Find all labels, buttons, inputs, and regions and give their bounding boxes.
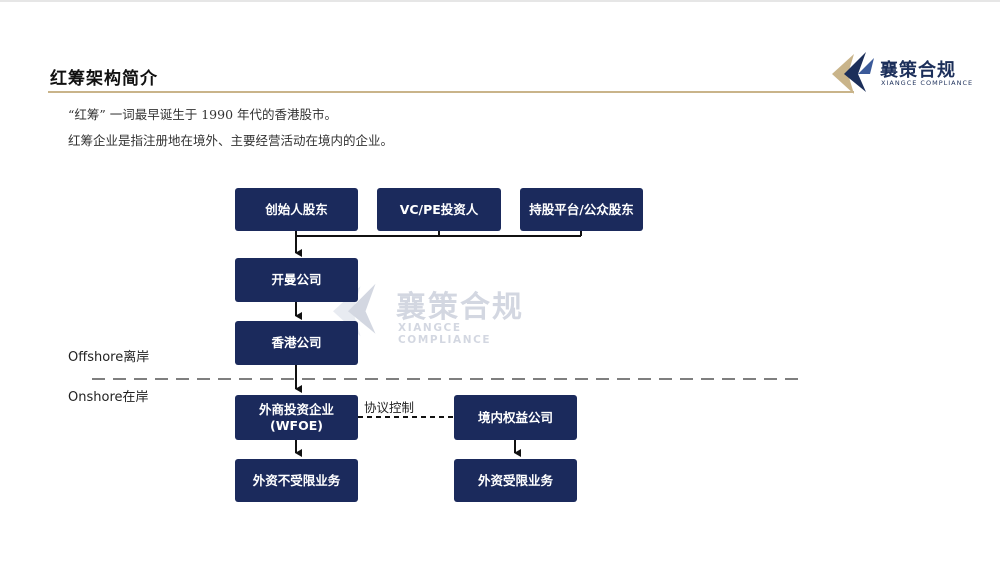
node-wfoe: 外商投资企业 (WFOE): [235, 395, 358, 440]
logo-subtitle: XIANGCE COMPLIANCE: [881, 79, 974, 87]
zone-label-offshore: Offshore离岸: [68, 350, 150, 365]
node-unrestricted-business: 外资不受限业务: [235, 459, 358, 502]
watermark: 襄策合规 XIANGCE COMPLIANCE: [328, 280, 548, 346]
node-domestic-entity: 境内权益公司: [454, 395, 577, 440]
watermark-name: 襄策合规: [396, 290, 524, 325]
node-restricted-business: 外资受限业务: [454, 459, 577, 502]
watermark-subtitle: XIANGCE COMPLIANCE: [398, 322, 492, 346]
logo-name: 襄策合规: [880, 60, 956, 81]
node-vc-pe-investors: VC/PE投资人: [377, 188, 501, 231]
intro-line-2: 红筹企业是指注册地在境外、主要经营活动在境内的企业。: [68, 133, 394, 148]
intro-line-1: “红筹” 一词最早诞生于 1990 年代的香港股市。: [68, 107, 338, 122]
node-founder-shareholders: 创始人股东: [235, 188, 358, 231]
page-title: 红筹架构简介: [50, 69, 158, 89]
zone-label-onshore: Onshore在岸: [68, 390, 149, 405]
top-border: [0, 0, 1000, 2]
edge-label-vie: 协议控制: [364, 400, 415, 415]
node-cayman-company: 开曼公司: [235, 258, 358, 302]
brand-logo: 襄策合规 XIANGCE COMPLIANCE: [828, 50, 988, 96]
node-holding-platform: 持股平台/公众股东: [520, 188, 643, 231]
logo-mark-icon: [832, 52, 874, 94]
title-underline: [48, 91, 854, 93]
node-hk-company: 香港公司: [235, 321, 358, 365]
